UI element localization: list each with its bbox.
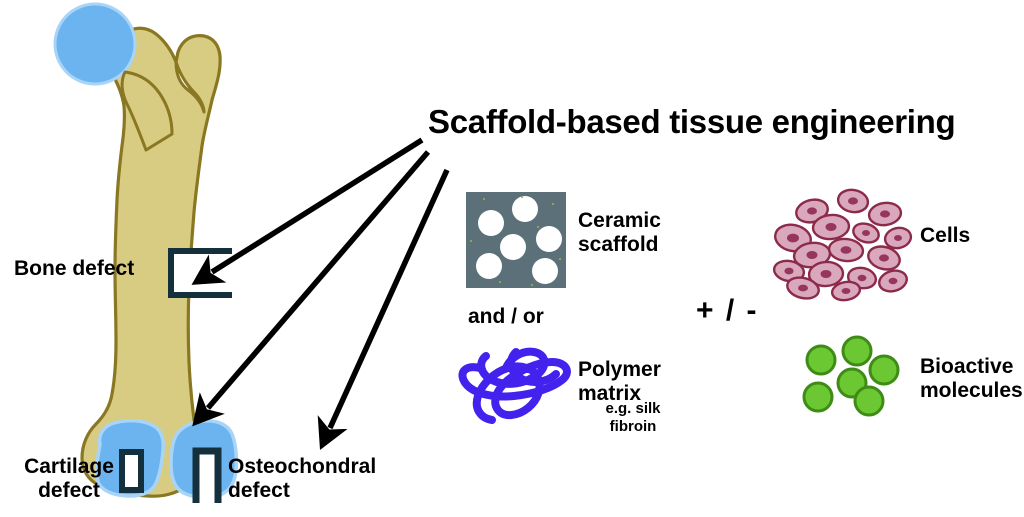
femoral-neck (120, 70, 174, 152)
polymer-matrix-sublabel-line2: fibroin (609, 418, 657, 435)
polymer-matrix-graphic (458, 347, 571, 424)
plus-minus-operator: + / - (696, 294, 759, 327)
bioactive-molecules-graphic (802, 335, 900, 417)
pointer-arrows (191, 137, 450, 451)
cartilage-defect-label: Cartilage defect (4, 455, 134, 502)
bioactive-molecules-label: Bioactive molecules (920, 355, 1024, 402)
osteochondral-defect-label-line1: Osteochondral (228, 455, 377, 478)
cells-graphic (772, 188, 913, 302)
cartilage-defect-marker (119, 449, 144, 493)
bioactive-molecules-label-line2: molecules (920, 378, 1023, 402)
ceramic-scaffold-label: Ceramic scaffold (578, 209, 708, 256)
femoral-head (53, 2, 137, 86)
polymer-matrix-sublabel-line1: e.g. silk (605, 400, 661, 417)
figure-title: Scaffold-based tissue engineering (428, 103, 956, 140)
arrow-to-bone-defect (191, 137, 424, 285)
ceramic-scaffold-graphic (466, 192, 566, 288)
cells-label: Cells (920, 224, 971, 247)
osteochondral-defect-label-line2: defect (228, 478, 290, 502)
arrow-to-cartilage-defect (192, 150, 431, 427)
bone-defect-label: Bone defect (14, 257, 135, 280)
trochanteric-fossa (174, 60, 206, 114)
polymer-matrix-sublabel: e.g. silk fibroin (578, 400, 688, 436)
cartilage-defect-label-line1: Cartilage (24, 455, 114, 478)
osteochondral-defect-marker (192, 447, 222, 503)
bioactive-molecules-label-line1: Bioactive (920, 355, 1014, 378)
polymer-matrix-label-line2: matrix (578, 381, 642, 405)
femur-bone (53, 2, 222, 498)
and-or-connector-label: and / or (468, 305, 544, 328)
ceramic-scaffold-label-line1: Ceramic (578, 209, 661, 232)
osteochondral-defect-label: Osteochondral defect (228, 455, 408, 502)
polymer-matrix-label: Polymer matrix (578, 358, 698, 405)
arrow-to-osteochondral-defect (317, 168, 450, 451)
cartilage-defect-label-line2: defect (38, 478, 100, 502)
ceramic-scaffold-label-line2: scaffold (578, 232, 659, 256)
bone-defect-notch (168, 248, 232, 298)
polymer-matrix-label-line1: Polymer (578, 358, 661, 381)
